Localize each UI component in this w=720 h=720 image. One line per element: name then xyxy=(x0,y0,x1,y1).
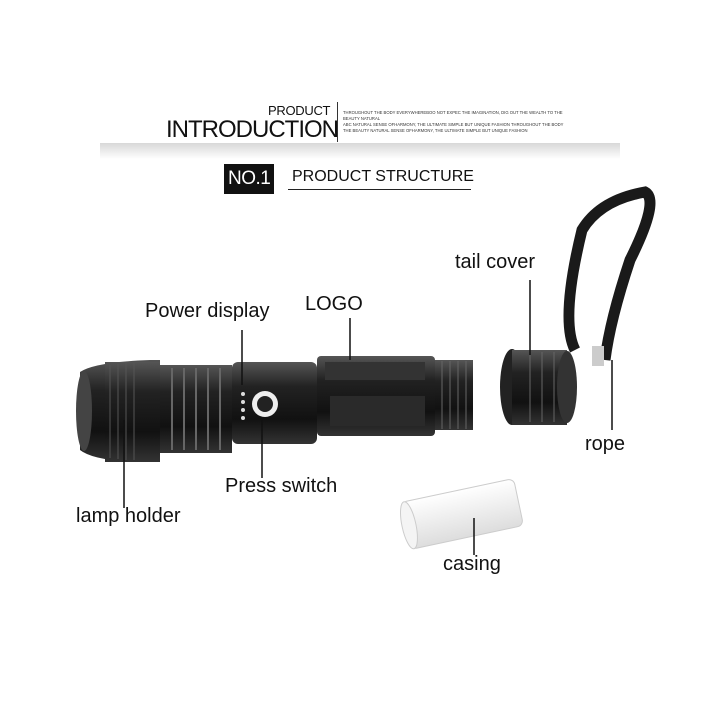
label-power-display: Power display xyxy=(145,300,270,322)
blurb-line: ABC NATURAL SENSE OFHARMONY, THE ULTIMAT… xyxy=(343,122,564,127)
threads xyxy=(435,360,473,430)
head-knurling xyxy=(109,363,135,460)
header-shadow xyxy=(100,143,620,159)
label-rope: rope xyxy=(585,433,626,455)
section-underline xyxy=(288,189,471,190)
title-small: PRODUCT xyxy=(268,103,331,118)
header-blurb: THROUGHOUT THE BODY EVERYWHEREBOO NOT EX… xyxy=(343,110,573,134)
label-casing: casing xyxy=(443,553,501,575)
power-display-leds xyxy=(241,392,245,420)
blurb-line: THE BEAUTY NATURAL SENSE OFHARMONY, THE … xyxy=(343,128,528,133)
section-badge: NO.1 xyxy=(224,164,275,194)
rope xyxy=(563,186,656,361)
leader-lines xyxy=(123,280,613,555)
label-lamp-holder: lamp holder xyxy=(76,505,181,527)
label-press-switch: Press switch xyxy=(225,475,338,497)
title-big: INTRODUCTION xyxy=(166,116,339,143)
section-title: PRODUCT STRUCTURE xyxy=(292,168,474,185)
casing xyxy=(399,479,523,550)
title-divider xyxy=(337,102,338,142)
label-logo: LOGO xyxy=(305,293,363,315)
blurb-line: THROUGHOUT THE BODY EVERYWHEREBOO NOT EX… xyxy=(343,110,563,121)
label-tail-cover: tail cover xyxy=(455,251,536,273)
